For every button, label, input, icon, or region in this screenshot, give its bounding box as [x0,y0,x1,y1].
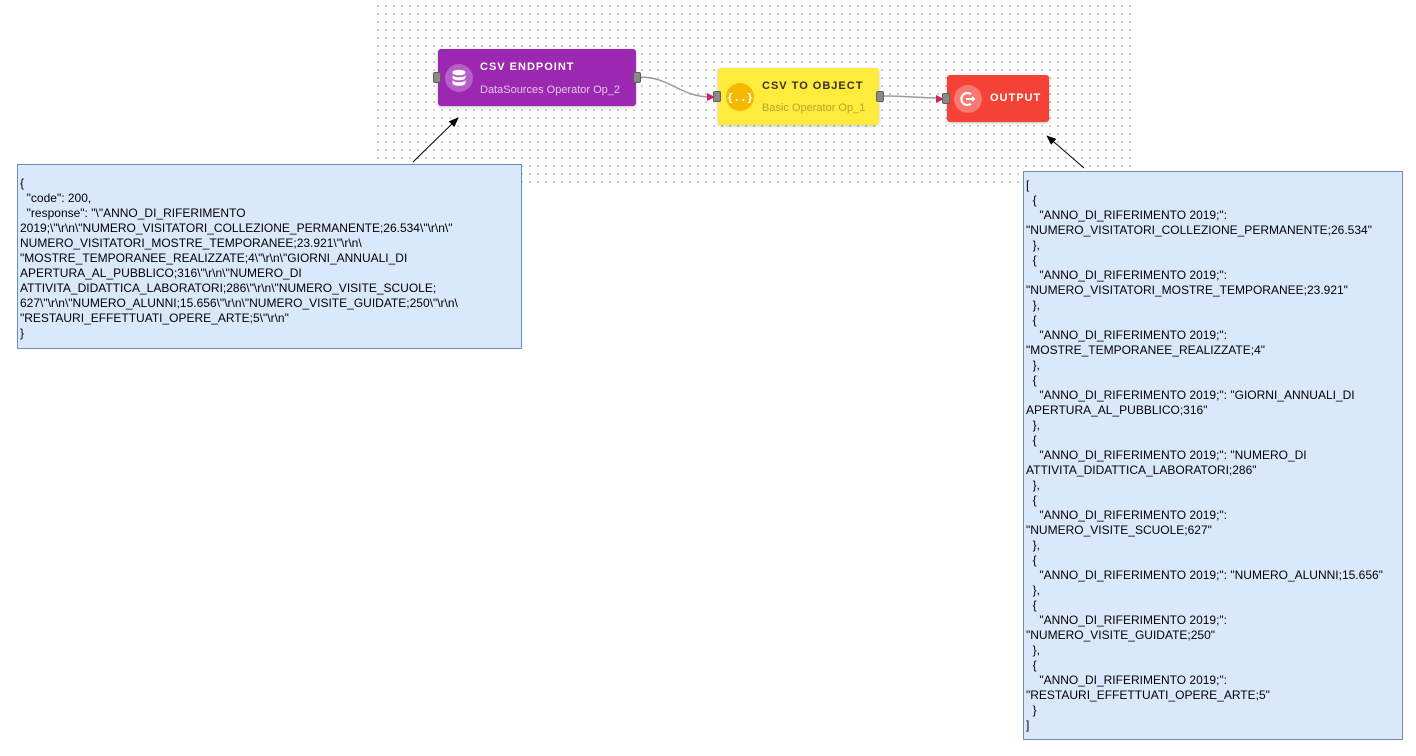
node-subtitle: Basic Operator Op_1 [762,102,866,114]
output-objects-note: [ { "ANNO_DI_RIFERIMENTO 2019;": "NUMERO… [1023,171,1403,740]
csv-endpoint-node[interactable]: CSV ENDPOINT DataSources Operator Op_2 [433,49,641,106]
node-title: CSV TO OBJECT [762,80,864,92]
csv-to-object-node[interactable]: {..} CSV TO OBJECT Basic Operator Op_1 [713,68,884,125]
input-response-note: { "code": 200, "response": "\"ANNO_DI_RI… [17,164,522,349]
database-icon [445,64,473,92]
output-port[interactable] [633,72,641,83]
node-title: OUTPUT [990,92,1042,104]
input-port[interactable] [713,91,721,102]
output-node[interactable]: OUTPUT [942,75,1049,122]
input-port[interactable] [433,72,441,83]
braces-icon: {..} [726,83,754,111]
input-port[interactable] [942,93,950,104]
exit-icon [954,85,982,113]
node-subtitle: DataSources Operator Op_2 [480,84,621,96]
node-title: CSV ENDPOINT [480,61,575,73]
output-port[interactable] [876,91,884,102]
